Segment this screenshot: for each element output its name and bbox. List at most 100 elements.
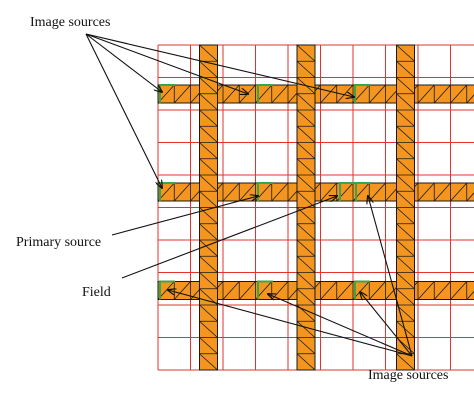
strip-diagonal — [417, 182, 435, 202]
strip-diagonal — [320, 281, 338, 300]
strip-diagonal — [396, 77, 415, 95]
strip-diagonal — [296, 44, 316, 62]
label-primary-source: Primary source — [16, 235, 101, 250]
arrow-image-source — [268, 294, 413, 357]
strip-diagonal — [296, 190, 316, 208]
strip-diagonal — [199, 255, 218, 273]
arrow-image-source — [85, 33, 354, 97]
strip-diagonal — [433, 84, 451, 104]
strip-diagonal — [296, 288, 316, 306]
source-highlight-cell — [257, 280, 273, 300]
strip-diagonal — [396, 158, 415, 176]
strip-diagonal — [199, 44, 218, 62]
arrow-image-source — [85, 33, 162, 188]
strip-diagonal — [199, 337, 218, 355]
strip-diagonal — [433, 281, 451, 300]
strip-diagonal — [336, 281, 354, 300]
strip-diagonal — [173, 84, 191, 104]
strip-diagonal — [238, 182, 256, 202]
arrow-image-source — [168, 290, 413, 357]
strip-diagonal — [296, 353, 316, 371]
strip-diagonal — [396, 239, 415, 257]
strip-diagonal — [296, 223, 316, 241]
strip-diagonal — [199, 190, 218, 208]
strip-diagonal — [320, 84, 338, 104]
strip-diagonal — [396, 142, 415, 160]
strip-diagonal — [396, 93, 415, 111]
strip-diagonal — [173, 281, 191, 300]
strip-diagonal — [296, 60, 316, 78]
source-highlight-cell — [159, 280, 175, 300]
strip-diagonal — [368, 281, 386, 300]
strip-diagonal — [450, 84, 468, 104]
strip-diagonal — [199, 60, 218, 78]
strip-diagonal — [199, 207, 218, 225]
strip-diagonal — [199, 174, 218, 192]
strip-diagonal — [368, 84, 386, 104]
arrow-image-source — [85, 33, 162, 92]
strip-diagonal — [271, 182, 289, 202]
strip-diagonal — [296, 109, 316, 127]
strip-diagonal — [296, 174, 316, 192]
arrow-image-source — [85, 33, 248, 94]
strip-diagonal — [296, 93, 316, 111]
strip-diagonal — [199, 125, 218, 143]
strip-diagonal — [296, 142, 316, 160]
strip-diagonal — [450, 281, 468, 300]
strip-diagonal — [199, 93, 218, 111]
strip-diagonal — [173, 182, 191, 202]
strip-diagonal — [199, 142, 218, 160]
strip-diagonal — [396, 44, 415, 62]
strip-diagonal — [320, 182, 338, 202]
arrow-image-source — [360, 292, 413, 357]
strip-diagonal — [396, 304, 415, 322]
arrow-primary-source — [111, 196, 258, 236]
vertical-strip — [199, 44, 218, 371]
strip-diagonal — [222, 281, 240, 300]
label-field: Field — [82, 285, 111, 300]
strip-diagonal — [296, 158, 316, 176]
strip-diagonal — [238, 281, 256, 300]
strip-diagonal — [396, 174, 415, 192]
strip-diagonal — [396, 109, 415, 127]
strip-diagonal — [199, 239, 218, 257]
strip-diagonal — [466, 94, 474, 104]
label-image-sources-bottom: Image sources — [368, 368, 448, 383]
strip-diagonal — [199, 304, 218, 322]
strip-diagonal — [396, 320, 415, 338]
strip-diagonal — [466, 290, 474, 300]
source-highlights — [159, 84, 371, 300]
strip-diagonal — [396, 207, 415, 225]
strip-diagonal — [396, 125, 415, 143]
strip-diagonal — [396, 60, 415, 78]
strip-diagonal — [199, 109, 218, 127]
strip-diagonal — [336, 84, 354, 104]
strip-diagonal — [296, 320, 316, 338]
strip-diagonal — [296, 255, 316, 273]
strip-diagonal — [433, 182, 451, 202]
vertical-strip — [396, 44, 415, 371]
strip-diagonal — [222, 84, 240, 104]
strip-diagonal — [296, 272, 316, 290]
arrow-image-source — [368, 196, 413, 357]
strip-diagonal — [396, 190, 415, 208]
source-highlight-cell — [257, 84, 273, 103]
label-image-sources-top: Image sources — [30, 15, 110, 30]
strip-diagonal — [296, 239, 316, 257]
strip-diagonal — [396, 255, 415, 273]
source-highlight-cell — [339, 182, 355, 201]
strip-diagonal — [199, 77, 218, 95]
source-highlight-cell — [354, 280, 370, 300]
strip-diagonal — [296, 337, 316, 355]
strip-diagonal — [466, 192, 474, 202]
strip-diagonal — [396, 223, 415, 241]
strip-diagonal — [199, 223, 218, 241]
strip-diagonal — [199, 320, 218, 338]
strip-diagonal — [450, 182, 468, 202]
strip-diagonal — [396, 353, 415, 371]
strip-diagonal — [396, 288, 415, 306]
strip-diagonal — [199, 158, 218, 176]
strip-diagonal — [417, 84, 435, 104]
strip-diagonal — [199, 272, 218, 290]
